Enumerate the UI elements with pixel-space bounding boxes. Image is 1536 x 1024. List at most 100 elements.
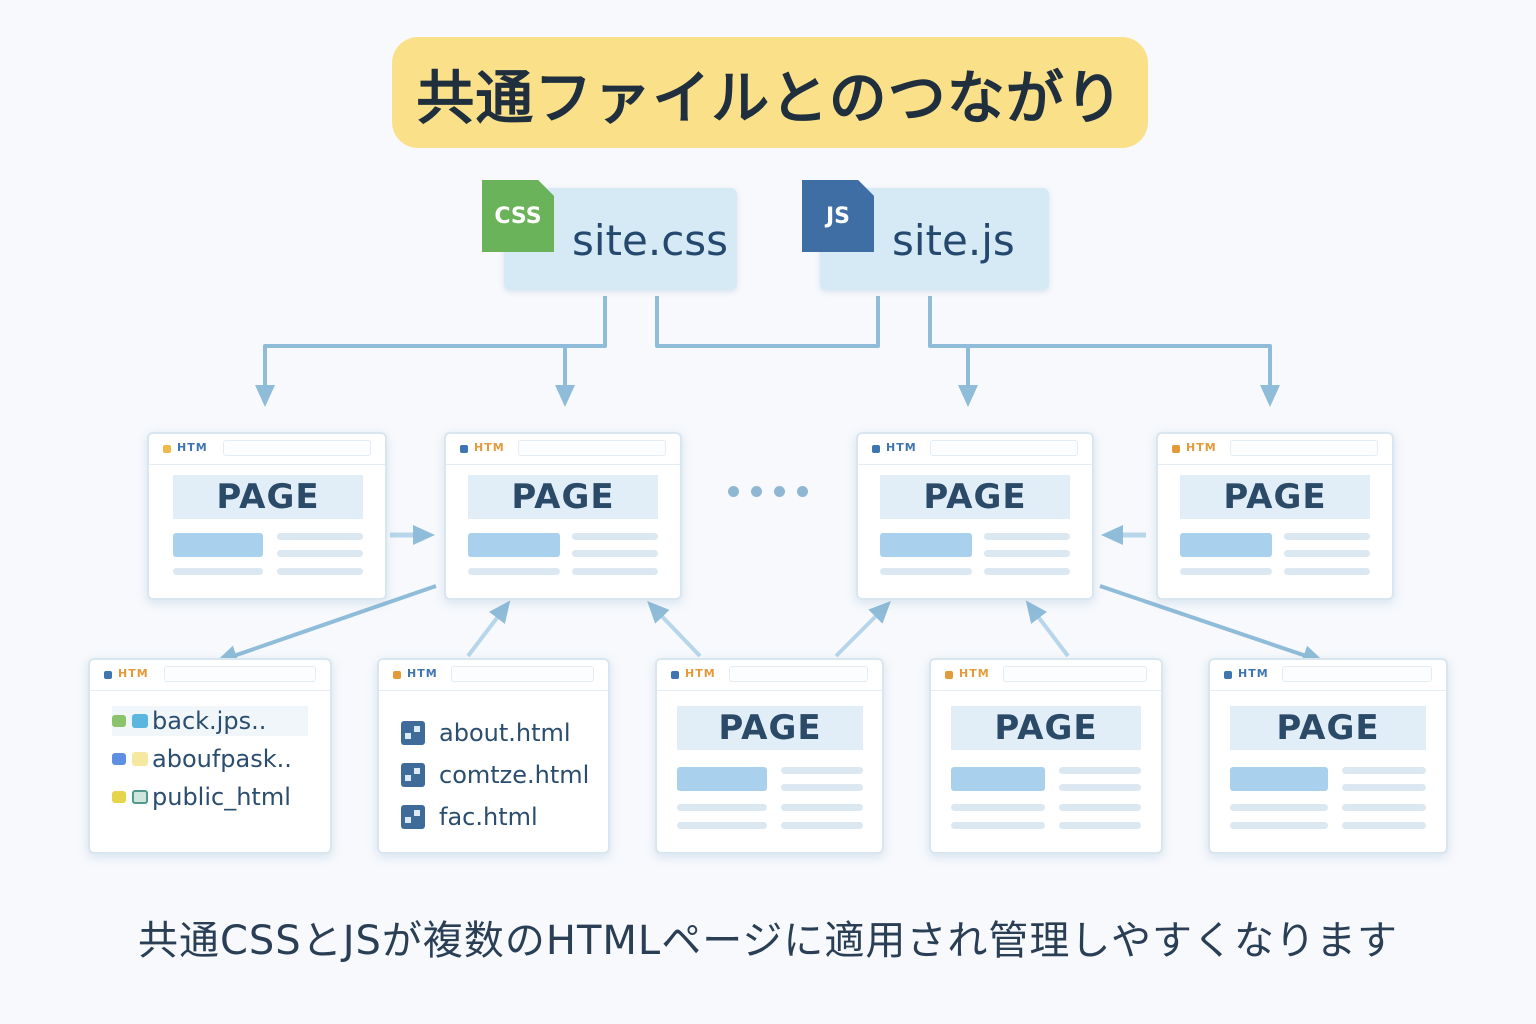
- content-line: [781, 767, 863, 774]
- folder-icon: [112, 753, 126, 765]
- content-line: [572, 533, 658, 540]
- page-heading: PAGE: [1180, 475, 1370, 519]
- page-card-2[interactable]: HTM PAGE: [444, 432, 682, 600]
- browser-label: HTM: [177, 441, 208, 454]
- address-bar: [930, 440, 1078, 456]
- list-item-label: public_html: [152, 783, 291, 811]
- page-heading: PAGE: [951, 706, 1141, 750]
- page-card-4[interactable]: HTM PAGE: [1156, 432, 1394, 600]
- page3-to-page8-arrow: [1099, 584, 1325, 665]
- content-line: [781, 822, 863, 829]
- content-block: [173, 533, 263, 557]
- content-block: [677, 767, 767, 791]
- address-bar: [1282, 666, 1432, 682]
- files-to-page2-arrow: [466, 600, 511, 658]
- content-block: [880, 533, 972, 557]
- browser-label: HTM: [1186, 441, 1217, 454]
- page-card-6[interactable]: HTM PAGE: [929, 658, 1163, 854]
- css-js-link-connector: [655, 296, 880, 348]
- browser-dot-icon: [163, 445, 171, 453]
- list-item[interactable]: fac.html: [401, 802, 538, 832]
- content-line: [1230, 804, 1328, 811]
- page-heading: PAGE: [173, 475, 363, 519]
- page-heading: PAGE: [677, 706, 863, 750]
- content-line: [1342, 822, 1426, 829]
- page-heading: PAGE: [880, 475, 1070, 519]
- content-line: [1284, 568, 1370, 575]
- browser-dot-icon: [1172, 445, 1180, 453]
- folder-list-card[interactable]: HTM back.jps.. aboufpask.. public_html: [88, 658, 332, 854]
- content-line: [1180, 568, 1272, 575]
- content-line: [984, 550, 1070, 557]
- content-line: [1342, 804, 1426, 811]
- html-file-icon: [401, 805, 425, 829]
- page6-to-page3-arrow: [1025, 600, 1070, 658]
- content-line: [1059, 822, 1141, 829]
- content-line: [1284, 550, 1370, 557]
- css-file-icon: CSS: [482, 180, 554, 252]
- content-line: [572, 568, 658, 575]
- browser-bar: HTM: [379, 660, 608, 691]
- browser-label: HTM: [118, 667, 149, 680]
- list-item[interactable]: back.jps..: [112, 706, 308, 736]
- page-heading: PAGE: [468, 475, 658, 519]
- list-item[interactable]: comtze.html: [401, 760, 589, 790]
- content-line: [951, 804, 1045, 811]
- list-item-label: aboufpask..: [152, 745, 292, 773]
- content-line: [1284, 533, 1370, 540]
- page5-to-page2-arrow: [647, 600, 702, 658]
- page-card-7[interactable]: HTM PAGE: [1208, 658, 1448, 854]
- page-card-1[interactable]: HTM PAGE: [147, 432, 387, 600]
- address-bar: [451, 666, 594, 682]
- site-js-filename: site.js: [892, 216, 1015, 265]
- content-line: [677, 804, 767, 811]
- list-item[interactable]: aboufpask..: [112, 744, 292, 774]
- page-title: 共通ファイルとのつながり: [392, 37, 1148, 148]
- css-to-page-1-connector: [255, 296, 607, 407]
- site-css-card[interactable]: CSS site.css: [482, 180, 737, 290]
- list-item[interactable]: public_html: [112, 782, 291, 812]
- content-line: [984, 568, 1070, 575]
- address-bar: [164, 666, 316, 682]
- page5-to-page3-arrow: [834, 601, 891, 658]
- browser-bar: HTM: [1158, 434, 1392, 465]
- content-line: [1059, 767, 1141, 774]
- folder-icon: [112, 791, 126, 803]
- folder-icon: [132, 790, 148, 804]
- browser-label: HTM: [959, 667, 990, 680]
- browser-dot-icon: [671, 671, 679, 679]
- list-item[interactable]: about.html: [401, 718, 571, 748]
- list-item-label: comtze.html: [439, 761, 590, 789]
- ellipsis-dot: [751, 486, 762, 497]
- ellipsis-dot: [728, 486, 739, 497]
- browser-label: HTM: [886, 441, 917, 454]
- browser-label: HTM: [1238, 667, 1269, 680]
- list-item-label: back.jps..: [152, 707, 267, 735]
- js-file-icon: JS: [802, 180, 874, 252]
- content-line: [951, 822, 1045, 829]
- content-line: [677, 822, 767, 829]
- site-css-filename: site.css: [572, 216, 729, 265]
- list-item-label: fac.html: [439, 803, 538, 831]
- folder-icon: [132, 752, 148, 766]
- page-card-5[interactable]: HTM PAGE: [655, 658, 884, 854]
- page-card-3[interactable]: HTM PAGE: [856, 432, 1094, 600]
- address-bar: [729, 666, 868, 682]
- content-line: [1230, 822, 1328, 829]
- browser-label: HTM: [474, 441, 505, 454]
- browser-bar: HTM: [446, 434, 680, 465]
- content-line: [572, 550, 658, 557]
- site-js-card[interactable]: JS site.js: [802, 180, 1049, 290]
- browser-dot-icon: [460, 445, 468, 453]
- file-list-card[interactable]: HTM about.html comtze.html fac.html: [377, 658, 610, 854]
- browser-label: HTM: [685, 667, 716, 680]
- content-block: [1180, 533, 1272, 557]
- content-block: [1230, 767, 1328, 791]
- page-heading: PAGE: [1230, 706, 1426, 750]
- folder-icon: [112, 715, 126, 727]
- content-line: [1342, 784, 1426, 791]
- folder-icon: [132, 714, 148, 728]
- browser-bar: HTM: [858, 434, 1092, 465]
- browser-dot-icon: [1224, 671, 1232, 679]
- browser-bar: HTM: [657, 660, 882, 691]
